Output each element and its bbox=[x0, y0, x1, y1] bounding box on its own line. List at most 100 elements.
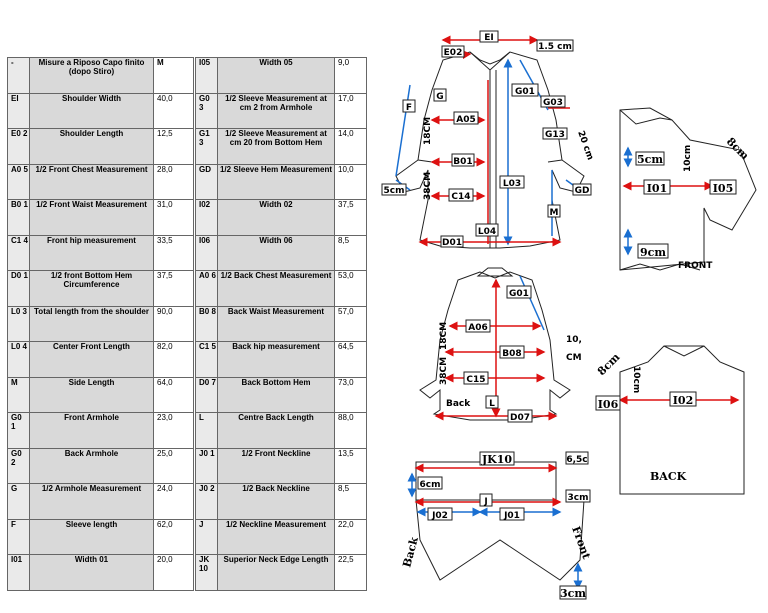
row-value: 37,5 bbox=[334, 199, 367, 236]
label-g13: G13 bbox=[545, 130, 565, 140]
row-value: 22,5 bbox=[334, 554, 367, 591]
row-value: 62,0 bbox=[153, 518, 194, 555]
label-j01: J01 bbox=[503, 511, 520, 521]
row-value: 12,5 bbox=[153, 128, 194, 165]
row-desc: Centre Back Length bbox=[217, 412, 335, 449]
collar-measures: JK10 6cm 6,5c J 3cm J02 J01 Back Front 3… bbox=[400, 451, 593, 600]
row-code: I06 bbox=[195, 234, 218, 271]
row-code: G0 2 bbox=[7, 447, 30, 484]
label-d07: D07 bbox=[510, 413, 530, 423]
label-18cm-back: 18CM bbox=[439, 322, 449, 350]
label-10cm-back: 10cm bbox=[631, 366, 641, 393]
label-18cm: 18CM bbox=[423, 117, 433, 145]
row-desc: Total length from the shoulder bbox=[29, 305, 154, 342]
label-8cm-back: 8cm bbox=[595, 350, 623, 378]
label-gd: GD bbox=[575, 186, 590, 196]
label-i06: I06 bbox=[598, 398, 619, 411]
row-value: 10,0 bbox=[334, 163, 367, 200]
row-desc: Width 05 bbox=[217, 57, 335, 94]
row-value: 28,0 bbox=[153, 163, 194, 200]
label-38cm-back: 38CM bbox=[439, 357, 449, 385]
sleeve-front-detail bbox=[619, 107, 757, 271]
row-value: 31,0 bbox=[153, 199, 194, 236]
row-value: 20,0 bbox=[153, 554, 194, 591]
label-f: F bbox=[406, 103, 412, 113]
label-9cm: 9cm bbox=[640, 246, 666, 259]
row-desc: Width 02 bbox=[217, 199, 335, 236]
row-value: 90,0 bbox=[153, 305, 194, 342]
row-code: A0 5 bbox=[7, 163, 30, 200]
label-10cm-sleeve: 10cm bbox=[683, 145, 693, 172]
row-desc: Side Length bbox=[29, 376, 154, 413]
row-code: F bbox=[7, 518, 30, 555]
row-code: I01 bbox=[7, 554, 30, 591]
row-desc: Back Bottom Hem bbox=[217, 376, 335, 413]
row-value: 88,0 bbox=[334, 412, 367, 449]
measurements-table-left: - Misure a Riposo Capo finito (dopo Stir… bbox=[7, 57, 194, 591]
row-desc: 1/2 Back Chest Measurement bbox=[217, 270, 335, 307]
row-desc: 1/2 Back Neckline bbox=[217, 483, 335, 520]
label-m: M bbox=[550, 208, 559, 218]
table-header-size: M bbox=[153, 57, 194, 94]
label-5cm-front: 5cm bbox=[384, 186, 405, 196]
label-6-5cm: 6,5c bbox=[566, 455, 587, 465]
row-desc: Shoulder Length bbox=[29, 128, 154, 165]
label-ei: EI bbox=[484, 33, 494, 43]
row-desc: Front hip measurement bbox=[29, 234, 154, 271]
row-value: 23,0 bbox=[153, 412, 194, 449]
row-value: 25,0 bbox=[153, 447, 194, 484]
row-code: GD bbox=[195, 163, 218, 200]
row-code: A0 6 bbox=[195, 270, 218, 307]
label-10cm-back-sleeve: 10, bbox=[566, 335, 582, 345]
label-b08: B08 bbox=[502, 349, 521, 359]
row-code: D0 1 bbox=[7, 270, 30, 307]
row-value: 13,5 bbox=[334, 447, 367, 484]
label-back-caption: BACK bbox=[650, 470, 687, 483]
label-b01: B01 bbox=[453, 157, 472, 167]
row-desc: 1/2 Front Waist Measurement bbox=[29, 199, 154, 236]
table-header-row: - Misure a Riposo Capo finito (dopo Stir… bbox=[7, 57, 194, 94]
row-value: 73,0 bbox=[334, 376, 367, 413]
label-i05: I05 bbox=[713, 182, 733, 195]
row-value: 14,0 bbox=[334, 128, 367, 165]
row-value: 33,5 bbox=[153, 234, 194, 271]
row-code: I05 bbox=[195, 57, 218, 94]
label-jk10: JK10 bbox=[481, 453, 512, 466]
label-l03: L03 bbox=[503, 179, 521, 189]
row-value: 8,5 bbox=[334, 483, 367, 520]
back-shirt-measures: G01 A06 18CM B08 10, CM 38CM C15 Back L … bbox=[434, 275, 582, 423]
label-collar-front: Front bbox=[569, 525, 593, 562]
row-value: 37,5 bbox=[153, 270, 194, 307]
label-l: L bbox=[489, 399, 495, 409]
label-3cm: 3cm bbox=[568, 493, 589, 503]
row-desc: 1/2 Neckline Measurement bbox=[217, 518, 335, 555]
row-desc: Width 01 bbox=[29, 554, 154, 591]
label-d01: D01 bbox=[442, 238, 462, 248]
label-collar-back: Back bbox=[400, 535, 421, 568]
label-5cm-sleeve: 5cm bbox=[637, 153, 663, 166]
sleeve-front-measures: 5cm 10cm 8cm I01 I05 9cm FRONT bbox=[622, 135, 752, 271]
back-yoke-detail bbox=[619, 345, 745, 495]
row-desc: 1/2 Sleeve Hem Measurement bbox=[217, 163, 335, 200]
label-38cm: 38CM bbox=[423, 172, 433, 200]
row-code: G0 3 bbox=[195, 92, 218, 129]
label-g01: G01 bbox=[515, 87, 535, 97]
row-desc: Width 06 bbox=[217, 234, 335, 271]
